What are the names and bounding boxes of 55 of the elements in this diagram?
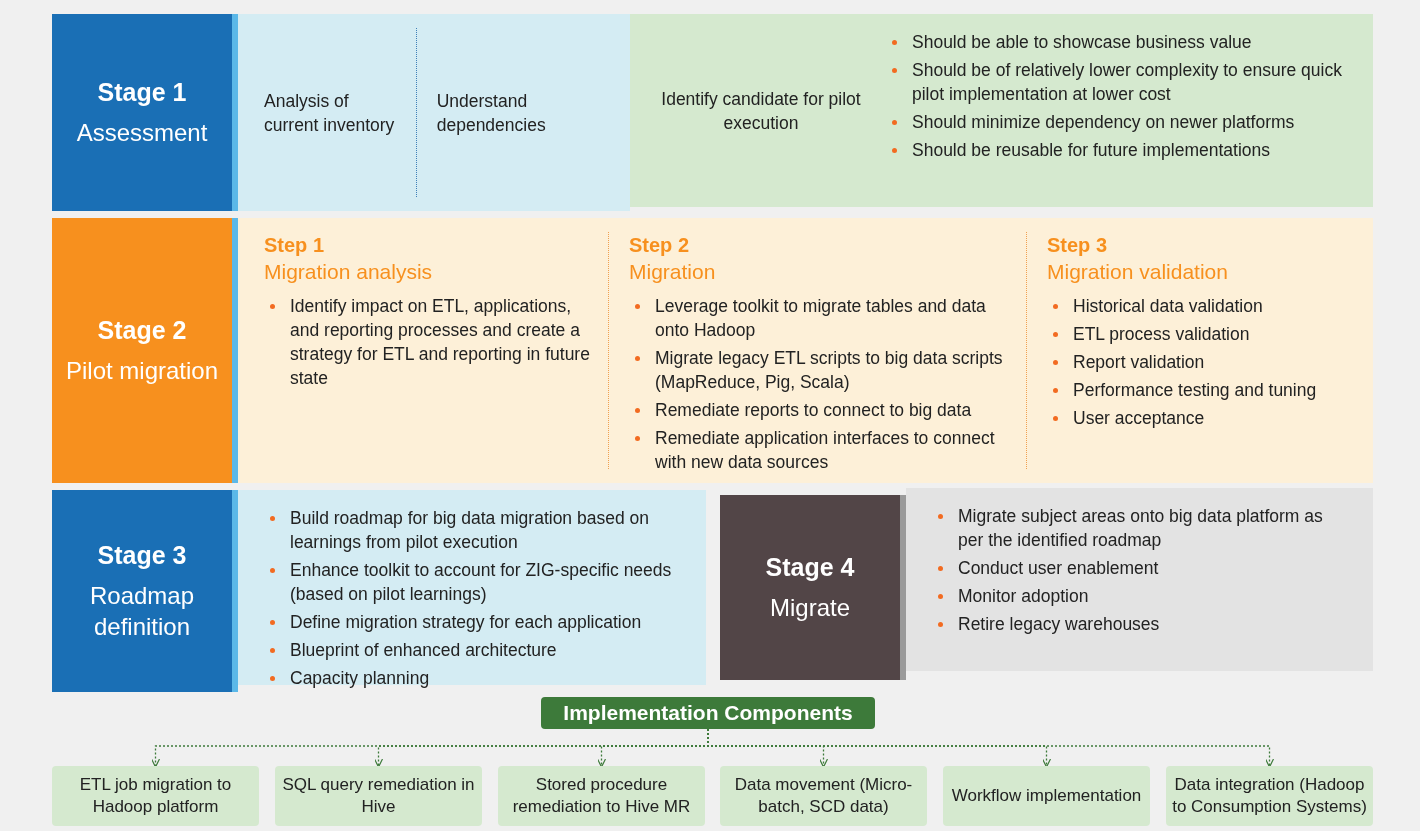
bullet-item: Capacity planning bbox=[264, 666, 680, 690]
bullet-item: Report validation bbox=[1047, 350, 1337, 374]
stage-box bbox=[720, 495, 906, 680]
header-box: Implementation Components bbox=[541, 697, 875, 729]
stage-number: Stage 3 bbox=[97, 540, 187, 570]
bullet-item: Remediate reports to connect to big data bbox=[629, 398, 1016, 422]
step-text: Analysis of current inventory bbox=[264, 89, 396, 137]
stage-box bbox=[52, 490, 238, 692]
step-text: Identify candidate for pilot execution bbox=[660, 87, 862, 135]
content-panel bbox=[238, 14, 630, 211]
step-number: Step 3 bbox=[1047, 233, 1109, 258]
bullet-item: Retire legacy warehouses bbox=[932, 612, 1347, 636]
content-panel bbox=[630, 14, 1373, 207]
component-box: Data movement (Micro-batch, SCD data) bbox=[720, 766, 927, 826]
step-title: Migration validation bbox=[1047, 259, 1229, 285]
bullet-item: Monitor adoption bbox=[932, 584, 1347, 608]
stage-number: Stage 1 bbox=[97, 77, 187, 107]
bullet-item: Build roadmap for big data migration based on learnings from pilot execution bbox=[264, 506, 680, 554]
stage-number: Stage 2 bbox=[97, 315, 187, 345]
stage-name: Assessment bbox=[76, 117, 208, 148]
component-box: Data integration (Hadoop to Consumption Systems) bbox=[1166, 766, 1373, 826]
bullet-item: Enhance toolkit to account for ZIG-specific needs (based on pilot learnings) bbox=[264, 558, 680, 606]
bullet-item: ETL process validation bbox=[1047, 322, 1337, 346]
stage-number: Stage 4 bbox=[765, 552, 855, 582]
bullet-item: User acceptance bbox=[1047, 406, 1337, 430]
bullet-item: Should be of relatively lower complexity to ensure quick pilot implementation at lower cost bbox=[886, 58, 1346, 106]
stage-name: Migrate bbox=[770, 592, 850, 623]
bullet-item: Blueprint of enhanced architecture bbox=[264, 638, 680, 662]
stage-name: Roadmap definition bbox=[88, 580, 196, 642]
step-number: Step 1 bbox=[264, 233, 326, 258]
component-box: Workflow implementation bbox=[943, 766, 1150, 826]
bullet-item: Migrate legacy ETL scripts to big data scripts (MapReduce, Pig, Scala) bbox=[629, 346, 1016, 394]
bullet-item: Migrate subject areas onto big data platform as per the identified roadmap bbox=[932, 504, 1347, 552]
bullet-item: Should be able to showcase business value bbox=[886, 30, 1346, 54]
bullet-item: Define migration strategy for each application bbox=[264, 610, 680, 634]
stage-box bbox=[52, 218, 238, 483]
component-box: Stored procedure remediation to Hive MR bbox=[498, 766, 705, 826]
content-panel bbox=[238, 218, 1373, 483]
bullet-item: Should be reusable for future implementations bbox=[886, 138, 1346, 162]
bullet-item: Should minimize dependency on newer platforms bbox=[886, 110, 1346, 134]
step-number: Step 2 bbox=[629, 233, 691, 258]
component-box: ETL job migration to Hadoop platform bbox=[52, 766, 259, 826]
stage-box bbox=[52, 14, 238, 211]
bullet-item: Performance testing and tuning bbox=[1047, 378, 1337, 402]
step-title: Migration analysis bbox=[264, 259, 434, 285]
bullet-item: Remediate application interfaces to connect with new data sources bbox=[629, 426, 1016, 474]
stage-name: Pilot migration bbox=[65, 355, 219, 386]
component-box: SQL query remediation in Hive bbox=[275, 766, 482, 826]
bullet-item: Leverage toolkit to migrate tables and data onto Hadoop bbox=[629, 294, 1016, 342]
content-panel bbox=[906, 488, 1373, 671]
bullet-item: Conduct user enablement bbox=[932, 556, 1347, 580]
bullet-item: Historical data validation bbox=[1047, 294, 1337, 318]
step-text: Understand dependencies bbox=[436, 89, 547, 137]
bullet-item: Identify impact on ETL, applications, and reporting processes and create a strategy for ETL and reporting in future state bbox=[264, 294, 598, 390]
step-title: Migration bbox=[629, 259, 717, 285]
